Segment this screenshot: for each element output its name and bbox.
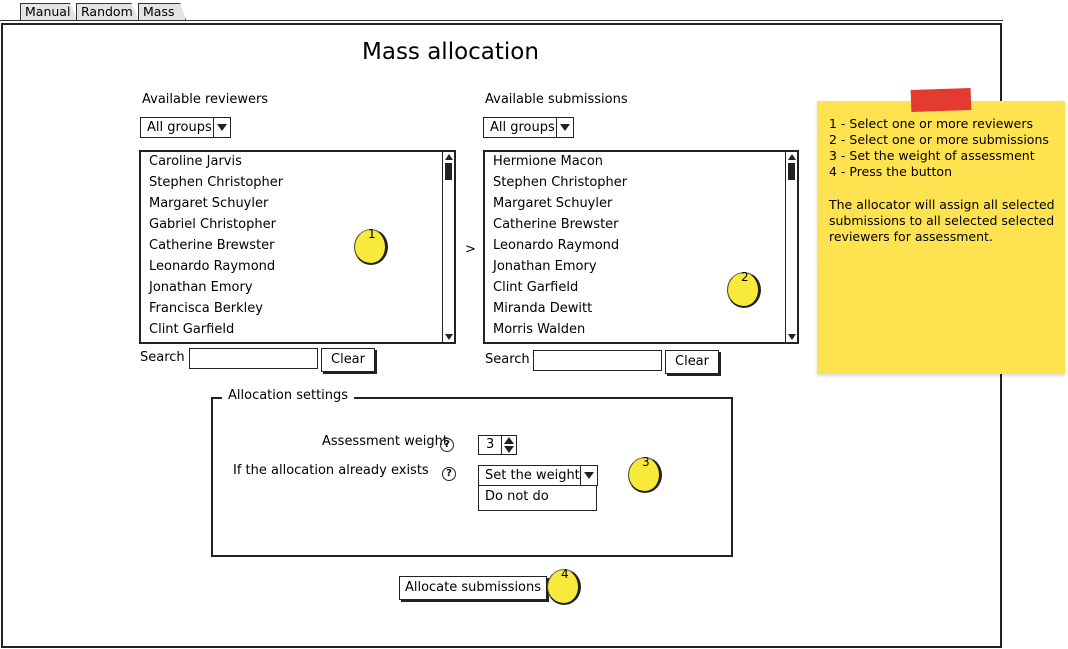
submissions-clear-button[interactable]: Clear <box>665 350 719 374</box>
chevron-down-icon <box>556 118 573 137</box>
chevron-down-icon <box>213 118 230 137</box>
list-item[interactable]: Stephen Christopher <box>493 175 628 190</box>
dropdown-option[interactable]: Do not do <box>485 489 549 504</box>
note-line: 2 - Select one or more submissions <box>829 132 1049 147</box>
reviewers-search-input[interactable] <box>189 348 318 369</box>
tab-mass[interactable]: Mass <box>138 3 186 20</box>
reviewers-label: Available reviewers <box>142 92 269 107</box>
scroll-up-icon[interactable] <box>445 154 453 160</box>
list-item[interactable]: Margaret Schuyler <box>493 196 613 211</box>
note-line: submissions to all selected selected <box>829 213 1055 228</box>
step-marker-4: 4 <box>547 567 581 605</box>
list-item[interactable]: Francisca Berkley <box>149 301 263 316</box>
list-item[interactable]: Catherine Brewster <box>493 217 619 232</box>
list-item[interactable]: Gabriel Christopher <box>149 217 276 232</box>
reviewers-group-value: All groups <box>147 120 212 135</box>
list-item[interactable]: Leonardo Raymond <box>493 238 620 253</box>
step-marker-1: 1 <box>354 227 388 265</box>
chevron-down-icon <box>580 466 597 485</box>
tape-decoration <box>910 87 972 113</box>
stepper-up-icon[interactable] <box>504 437 514 444</box>
help-icon[interactable]: ? <box>440 438 454 452</box>
allocation-settings-legend: Allocation settings <box>222 388 355 403</box>
reviewers-clear-button[interactable]: Clear <box>321 348 375 372</box>
reviewers-list[interactable]: Caroline Jarvis Stephen Christopher Marg… <box>139 150 456 344</box>
list-item[interactable]: Caroline Jarvis <box>149 154 242 169</box>
note-line: 3 - Set the weight of assessment <box>829 148 1035 163</box>
allocation-exists-options[interactable]: Do not do <box>478 485 597 511</box>
help-icon[interactable]: ? <box>442 467 456 481</box>
list-item[interactable]: Morris Walden <box>493 322 586 337</box>
reviewers-group-select[interactable]: All groups <box>140 117 231 138</box>
scroll-thumb[interactable] <box>445 163 452 180</box>
scroll-down-icon[interactable] <box>788 334 796 340</box>
reviewers-search-label: Search <box>140 350 185 365</box>
submissions-search-label: Search <box>485 352 530 367</box>
allocation-exists-select[interactable]: Set the weight <box>478 465 598 486</box>
transfer-arrow: > <box>465 242 476 257</box>
allocation-exists-label: If the allocation already exists <box>233 463 429 478</box>
submissions-group-value: All groups <box>490 120 555 135</box>
note-line: 4 - Press the button <box>829 164 952 179</box>
allocation-settings-group <box>211 397 733 557</box>
step-marker-3: 3 <box>628 455 662 493</box>
allocate-submissions-button[interactable]: Allocate submissions <box>399 576 547 600</box>
submissions-list[interactable]: Hermione Macon Stephen Christopher Marga… <box>483 150 799 344</box>
reviewers-scrollbar[interactable] <box>442 152 454 342</box>
note-line: The allocator will assign all selected <box>829 197 1055 212</box>
list-item[interactable]: Catherine Brewster <box>149 238 275 253</box>
list-item[interactable]: Clint Garfield <box>493 280 579 295</box>
scroll-up-icon[interactable] <box>788 154 796 160</box>
instructions-note: 1 - Select one or more reviewers 2 - Sel… <box>817 87 1065 374</box>
tab-divider <box>0 20 1003 21</box>
list-item[interactable]: Stephen Christopher <box>149 175 284 190</box>
tab-manual[interactable]: Manual <box>20 3 77 20</box>
list-item[interactable]: Leonardo Raymond <box>149 259 276 274</box>
step-marker-2: 2 <box>727 270 761 308</box>
allocation-exists-value: Set the weight <box>485 468 580 483</box>
submissions-scrollbar[interactable] <box>785 152 797 342</box>
list-item[interactable]: Clint Garfield <box>149 322 235 337</box>
list-item[interactable]: Hermione Macon <box>493 154 604 169</box>
list-item[interactable]: Jonathan Emory <box>149 280 253 295</box>
assessment-weight-stepper[interactable]: 3 <box>478 435 517 455</box>
list-item[interactable]: Margaret Schuyler <box>149 196 269 211</box>
submissions-search-input[interactable] <box>533 350 662 371</box>
stepper-down-icon[interactable] <box>504 446 514 453</box>
submissions-label: Available submissions <box>485 92 628 107</box>
list-item[interactable]: Jonathan Emory <box>493 259 597 274</box>
assessment-weight-label: Assessment weight <box>322 434 448 449</box>
list-item[interactable]: Miranda Dewitt <box>493 301 593 316</box>
stepper-arrows[interactable] <box>501 436 516 454</box>
tab-random[interactable]: Random <box>76 3 139 20</box>
weight-value: 3 <box>486 437 495 452</box>
note-line: reviewers for assessment. <box>829 229 993 244</box>
submissions-group-select[interactable]: All groups <box>483 117 574 138</box>
note-line: 1 - Select one or more reviewers <box>829 116 1033 131</box>
scroll-thumb[interactable] <box>788 163 795 180</box>
page-title: Mass allocation <box>362 39 539 65</box>
scroll-down-icon[interactable] <box>445 334 453 340</box>
